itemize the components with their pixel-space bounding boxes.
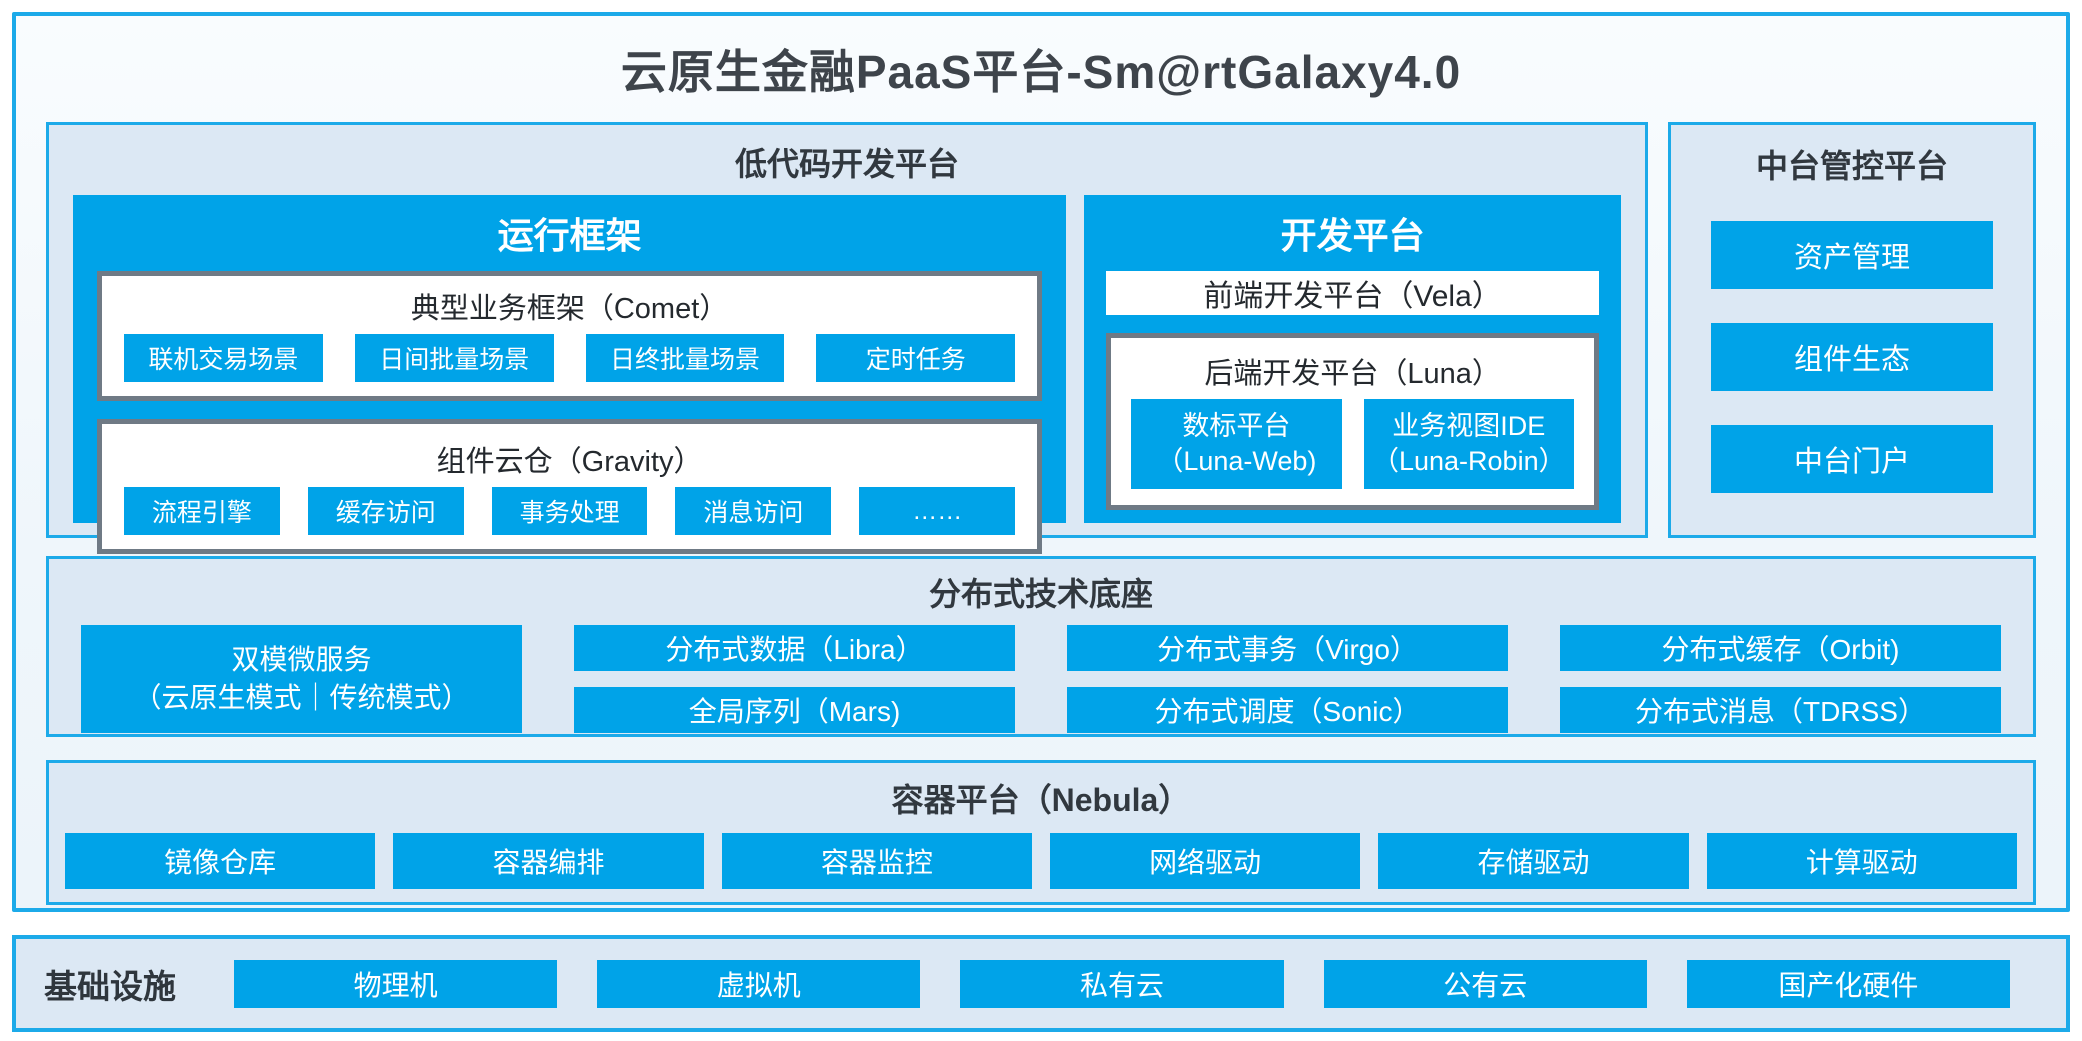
- container-platform-title: 容器平台（Nebula）: [891, 782, 1191, 818]
- diagram-node: 网络驱动: [1049, 833, 1361, 889]
- diagram-node: 联机交易场景: [124, 334, 323, 382]
- diagram-node: 事务处理: [491, 487, 648, 535]
- diagram-node: 计算驱动: [1706, 833, 2017, 889]
- mid-platform-panel: 中台管控平台 资产管理 组件生态 中台门户: [1668, 122, 2036, 538]
- page-title: 云原生金融PaaS平台-Sm@rtGalaxy4.0: [620, 46, 1462, 98]
- vela-box: 前端开发平台（Vela）: [1106, 271, 1599, 315]
- gravity-box: 组件云仓（Gravity） 流程引擎 缓存访问 事务处理 消息访问 ……: [97, 419, 1043, 554]
- diagram-node: 中台门户: [1711, 425, 1993, 493]
- comet-box: 典型业务框架（Comet） 联机交易场景 日间批量场景 日终批量场景 定时任务: [97, 271, 1043, 401]
- diagram-node: 组件生态: [1711, 323, 1993, 391]
- comet-title: 典型业务框架（Comet）: [410, 293, 729, 325]
- diagram-node: 分布式调度（Sonic）: [1067, 687, 1508, 733]
- node-label-line1: 双模微服务: [231, 644, 372, 676]
- diagram-node: 容器编排: [393, 833, 704, 889]
- gravity-items-row: 流程引擎 缓存访问 事务处理 消息访问 ……: [102, 487, 1037, 549]
- node-label-line2: （Luna-Robin）: [1371, 446, 1566, 476]
- diagram-node: ……: [859, 487, 1016, 535]
- luna-title: 后端开发平台（Luna）: [1204, 358, 1501, 390]
- diagram-node: 全局序列（Mars): [574, 687, 1015, 733]
- comet-items-row: 联机交易场景 日间批量场景 日终批量场景 定时任务: [102, 334, 1037, 396]
- mid-platform-title: 中台管控平台: [1755, 148, 1948, 184]
- diagram-node: 日终批量场景: [585, 334, 785, 382]
- lowcode-platform-body: 运行框架 典型业务框架（Comet） 联机交易场景 日间批量场景 日终批量场景 …: [73, 195, 1621, 554]
- diagram-node: 数标平台 （Luna-Web): [1131, 399, 1342, 489]
- container-items-row: 镜像仓库 容器编排 容器监控 网络驱动 存储驱动 计算驱动: [65, 833, 2017, 889]
- luna-items-row: 数标平台 （Luna-Web) 业务视图IDE （Luna-Robin）: [1111, 399, 1594, 505]
- diagram-node: 物理机: [234, 959, 558, 1008]
- diagram-node: 日间批量场景: [354, 334, 554, 382]
- diagram-node: 流程引擎: [124, 487, 280, 535]
- lowcode-platform-title: 低代码开发平台: [734, 146, 959, 182]
- main-diagram-frame: 云原生金融PaaS平台-Sm@rtGalaxy4.0 低代码开发平台 运行框架 …: [12, 12, 2070, 912]
- distributed-base-panel: 分布式技术底座 双模微服务 （云原生模式｜传统模式） 分布式数据（Libra） …: [46, 556, 2036, 737]
- diagram-node: 存储驱动: [1378, 833, 1689, 889]
- diagram-node: 定时任务: [816, 334, 1016, 382]
- diagram-node: 国产化硬件: [1686, 959, 2011, 1008]
- luna-box: 后端开发平台（Luna） 数标平台 （Luna-Web) 业务视图IDE （Lu…: [1106, 333, 1599, 510]
- diagram-node: 分布式数据（Libra）: [574, 625, 1015, 671]
- diagram-node: 镜像仓库: [65, 833, 376, 889]
- node-label-line1: 数标平台: [1182, 410, 1291, 441]
- diagram-node: 分布式缓存（Orbit): [1560, 625, 2001, 671]
- diagram-node: 私有云: [960, 959, 1284, 1008]
- diagram-node: 业务视图IDE （Luna-Robin）: [1363, 399, 1574, 489]
- dev-platform-block: 开发平台 前端开发平台（Vela） 后端开发平台（Luna） 数标平台 （Lun…: [1084, 195, 1621, 523]
- diagram-node: 消息访问: [675, 487, 832, 535]
- infrastructure-title: 基础设施: [44, 967, 176, 1005]
- diagram-node: 虚拟机: [597, 959, 921, 1008]
- runtime-framework-title: 运行框架: [497, 215, 642, 256]
- diagram-node: 分布式消息（TDRSS）: [1560, 687, 2001, 733]
- diagram-node: 分布式事务（Virgo）: [1067, 625, 1508, 671]
- diagram-node: 缓存访问: [307, 487, 464, 535]
- diagram-node: 容器监控: [721, 833, 1032, 889]
- diagram-node: 资产管理: [1711, 221, 1993, 289]
- lowcode-platform-panel: 低代码开发平台 运行框架 典型业务框架（Comet） 联机交易场景 日间批量场景…: [46, 122, 1648, 554]
- infrastructure-panel: 基础设施 物理机 虚拟机 私有云 公有云 国产化硬件: [12, 935, 2070, 1032]
- distributed-grid: 双模微服务 （云原生模式｜传统模式） 分布式数据（Libra） 分布式事务（Vi…: [81, 625, 2001, 733]
- title-row: 云原生金融PaaS平台-Sm@rtGalaxy4.0: [16, 16, 2066, 122]
- gravity-title: 组件云仓（Gravity）: [436, 446, 703, 478]
- container-platform-panel: 容器平台（Nebula） 镜像仓库 容器编排 容器监控 网络驱动 存储驱动 计算…: [46, 760, 2036, 905]
- top-row: 低代码开发平台 运行框架 典型业务框架（Comet） 联机交易场景 日间批量场景…: [46, 122, 2036, 554]
- node-label-line1: 业务视图IDE: [1392, 410, 1546, 441]
- distributed-base-title: 分布式技术底座: [928, 576, 1153, 612]
- node-label-line2: （云原生模式｜传统模式）: [133, 682, 470, 713]
- diagram-node: 公有云: [1323, 959, 1647, 1008]
- runtime-framework-block: 运行框架 典型业务框架（Comet） 联机交易场景 日间批量场景 日终批量场景 …: [73, 195, 1067, 554]
- dev-platform-title: 开发平台: [1280, 215, 1425, 256]
- node-label-line2: （Luna-Web): [1156, 446, 1317, 476]
- diagram-node: 双模微服务 （云原生模式｜传统模式）: [81, 625, 522, 733]
